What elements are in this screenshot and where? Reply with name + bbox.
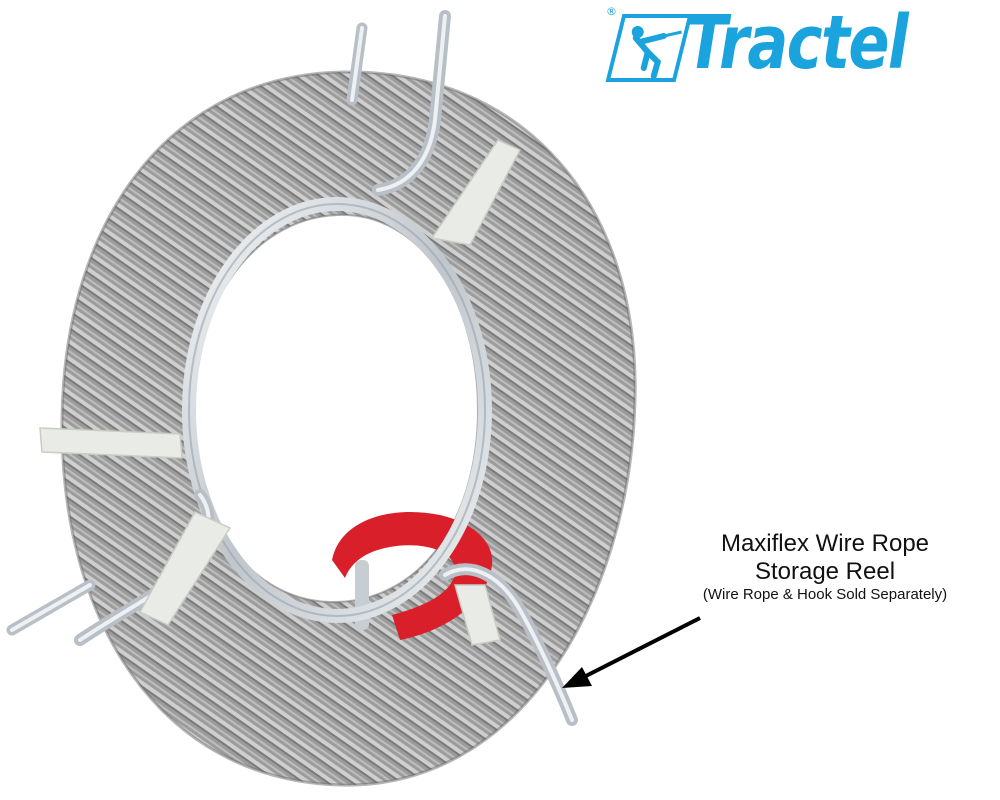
logo-emblem [605,14,693,82]
man-pulling-rope-icon [631,26,682,79]
arrow-pointer [562,616,701,688]
tractel-logo: ® Tractel [605,2,996,84]
steel-rods [6,10,578,726]
brand-wordmark: Tractel [686,0,909,86]
product-caption: Maxiflex Wire Rope Storage Reel (Wire Ro… [660,530,990,604]
registered-mark: ® [606,5,617,18]
steel-reel-ring [182,197,492,623]
caption-title-line2: Storage Reel [754,558,896,585]
caption-note: (Wire Rope & Hook Sold Separately) [702,586,948,603]
caption-title-line1: Maxiflex Wire Rope [720,530,930,557]
cable-ties [39,139,522,646]
